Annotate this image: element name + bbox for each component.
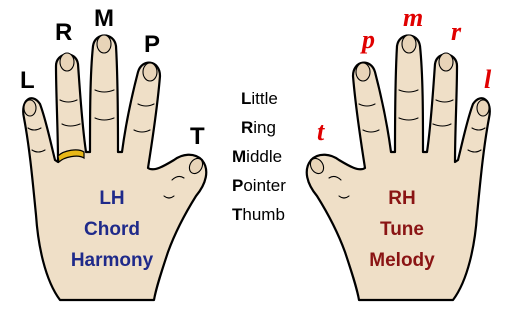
left-label-line-1: LH — [99, 188, 124, 209]
right-little-nail — [477, 100, 489, 116]
left-label-line-3: Harmony — [71, 250, 154, 271]
left-label-line-2: Chord — [84, 219, 140, 240]
legend-initial: T — [232, 205, 243, 224]
legend-initial: L — [241, 89, 251, 108]
legend-rest: ing — [253, 118, 276, 137]
finger-legend: Little Ring Middle Pointer Thumb — [232, 89, 286, 224]
left-letter-middle: M — [94, 5, 114, 32]
legend-line-middle: Middle — [232, 147, 282, 166]
left-letter-thumb: T — [190, 123, 205, 150]
left-little-nail — [24, 100, 36, 116]
right-pointer-nail — [356, 63, 370, 81]
legend-line-thumb: Thumb — [232, 205, 285, 224]
legend-initial: R — [241, 118, 253, 137]
right-label-line-2: Tune — [380, 219, 424, 240]
legend-rest: iddle — [246, 147, 282, 166]
legend-initial: P — [232, 176, 243, 195]
right-label-line-1: RH — [388, 188, 415, 209]
legend-rest: humb — [242, 205, 285, 224]
left-letter-little: L — [20, 67, 35, 94]
left-letter-ring: R — [55, 19, 72, 46]
left-ring-nail — [60, 53, 74, 71]
left-letter-pointer: P — [144, 31, 160, 58]
right-letter-pointer: p — [360, 25, 375, 54]
right-letter-thumb: t — [317, 117, 325, 146]
right-ring-nail — [439, 53, 453, 71]
legend-rest: ointer — [243, 176, 286, 195]
right-letter-little: l — [484, 65, 492, 94]
right-letter-middle: m — [403, 3, 423, 32]
legend-line-ring: Ring — [241, 118, 276, 137]
right-label-line-3: Melody — [369, 250, 435, 271]
legend-rest: ittle — [251, 89, 277, 108]
right-middle-nail — [402, 35, 416, 53]
right-letter-ring: r — [451, 17, 462, 46]
legend-line-little: Little — [241, 89, 278, 108]
legend-line-pointer: Pointer — [232, 176, 286, 195]
legend-initial: M — [232, 147, 246, 166]
left-pointer-nail — [143, 63, 157, 81]
left-middle-nail — [97, 35, 111, 53]
